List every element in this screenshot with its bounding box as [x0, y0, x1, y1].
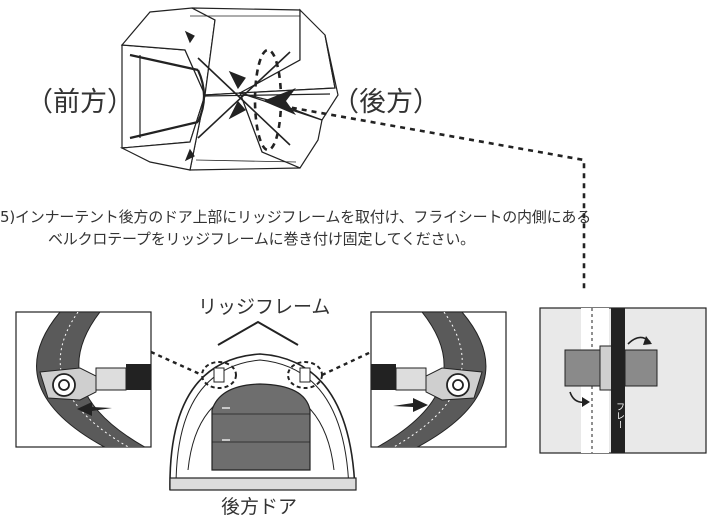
detail-left	[15, 311, 152, 448]
rear-door-label: 後方ドア	[221, 496, 298, 518]
instruction-line-1: 5)インナーテント後方のドア上部にリッジフレームを取付け、フライシートの内側にあ…	[0, 208, 591, 226]
arrow-left-icon	[77, 402, 112, 416]
rear-label: （後方）	[332, 87, 440, 118]
rear-door-panel	[211, 383, 311, 471]
detail-right	[370, 311, 507, 448]
ridge-chevron	[217, 320, 299, 346]
rear-pointer-arrow-icon	[263, 88, 296, 115]
frame-bar	[611, 308, 625, 453]
front-label: （前方）	[26, 87, 134, 118]
tent-top-view	[119, 7, 339, 171]
instruction-line-2: ベルクロテープをリッジフレームに巻き付け固定してください。	[48, 230, 475, 248]
tent-front-view	[169, 320, 357, 491]
leader-line-top	[281, 104, 586, 290]
arrow-right-icon	[393, 398, 428, 412]
vent-marker-bottom	[228, 100, 246, 120]
velcro-detail	[539, 307, 707, 454]
vent-marker-top	[228, 70, 246, 90]
leader-line-left	[150, 350, 203, 377]
leader-line-right	[321, 350, 372, 377]
ridge-frame-label: リッジフレーム	[198, 296, 331, 318]
frame-short-label: フレー	[614, 402, 624, 429]
fly-panel-bottom-left	[119, 94, 206, 171]
